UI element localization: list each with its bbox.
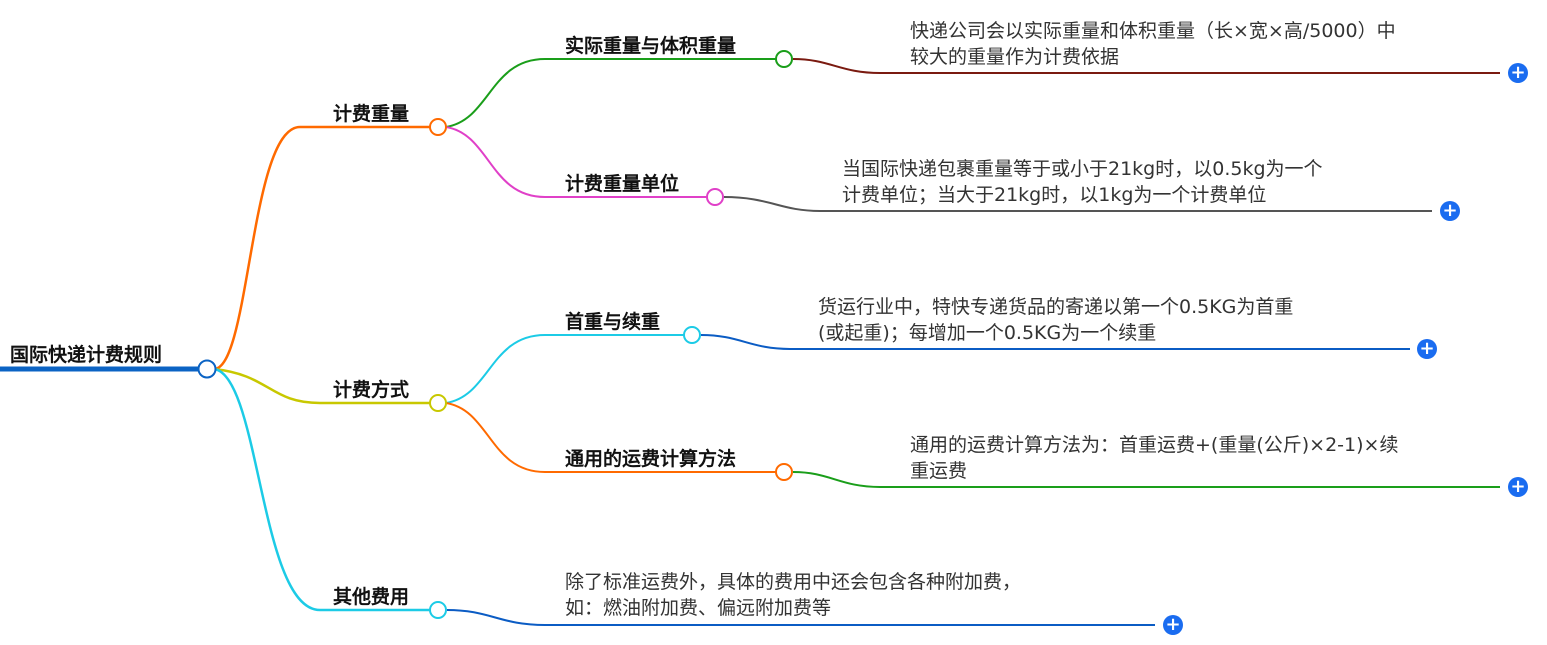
leaf-line: (或起重)；每增加一个0.5KG为一个续重	[818, 322, 1157, 344]
toggle-danwei[interactable]	[706, 188, 724, 206]
connector-danwei	[445, 126, 707, 198]
root-collapse-toggle[interactable]	[197, 359, 217, 379]
root-node[interactable]: 国际快递计费规则	[10, 344, 163, 366]
leaf-line-shiji	[792, 58, 1500, 74]
leaf-line: 货运行业中，特快专递货品的寄递以第一个0.5KG为首重	[818, 296, 1294, 318]
leaf-line-qita	[446, 609, 1155, 626]
toggle-shouzhong[interactable]	[683, 326, 701, 344]
toggle-qita-feiyong[interactable]	[429, 601, 447, 619]
plus-circle-icon[interactable]: +	[1508, 63, 1528, 83]
leaf-line: 除了标准运费外，具体的费用中还会包含各种附加费，	[565, 571, 1022, 593]
connector-shiji	[445, 58, 776, 128]
leaf-line: 计费单位；当大于21kg时，以1kg为一个计费单位	[842, 184, 1267, 206]
connector-shouzhong	[445, 334, 684, 404]
leaf-line: 当国际快递包裹重量等于或小于21kg时，以0.5kg为一个	[842, 158, 1323, 180]
plus-circle-icon[interactable]: +	[1163, 615, 1183, 635]
plus-circle-icon[interactable]: +	[1417, 339, 1437, 359]
leaf-line: 快递公司会以实际重量和体积重量（长×宽×高/5000）中	[910, 20, 1396, 42]
connector-qita-feiyong	[213, 367, 430, 612]
node-qita-feiyong[interactable]: 其他费用	[333, 586, 410, 608]
toggle-tongyong[interactable]	[775, 463, 793, 481]
leaf-text-qita[interactable]: 除了标准运费外，具体的费用中还会包含各种附加费， 如：燃油附加费、偏远附加费等	[565, 569, 1021, 621]
leaf-text-tongyong[interactable]: 通用的运费计算方法为：首重运费+(重量(公斤)×2-1)×续 重运费	[910, 432, 1398, 484]
leaf-text-shiji[interactable]: 快递公司会以实际重量和体积重量（长×宽×高/5000）中 较大的重量作为计费依据	[910, 18, 1396, 70]
leaf-line-tongyong	[792, 471, 1500, 488]
leaf-text-shouzhong[interactable]: 货运行业中，特快专递货品的寄递以第一个0.5KG为首重 (或起重)；每增加一个0…	[818, 294, 1293, 346]
toggle-shiji[interactable]	[775, 50, 793, 68]
toggle-jifei-zhongliang[interactable]	[429, 118, 447, 136]
node-shouzhong-xuzhong[interactable]: 首重与续重	[565, 311, 661, 333]
leaf-line-danwei	[723, 196, 1432, 212]
connector-jifei-zhongliang	[213, 125, 430, 371]
connector-tongyong	[445, 402, 776, 473]
leaf-text-danwei[interactable]: 当国际快递包裹重量等于或小于21kg时，以0.5kg为一个 计费单位；当大于21…	[842, 156, 1323, 208]
node-tongyong-fangfa[interactable]: 通用的运费计算方法	[565, 448, 737, 470]
connector-jifei-fangshi	[213, 367, 430, 405]
leaf-line: 通用的运费计算方法为：首重运费+(重量(公斤)×2-1)×续	[910, 434, 1399, 456]
toggle-jifei-fangshi[interactable]	[429, 394, 447, 412]
node-shiji-zhongliang[interactable]: 实际重量与体积重量	[565, 35, 737, 57]
plus-circle-icon[interactable]: +	[1440, 201, 1460, 221]
leaf-line-shouzhong	[700, 334, 1410, 350]
leaf-line: 如：燃油附加费、偏远附加费等	[565, 597, 832, 619]
leaf-line: 重运费	[910, 460, 968, 482]
plus-circle-icon[interactable]: +	[1508, 477, 1528, 497]
node-jifei-fangshi[interactable]: 计费方式	[333, 379, 410, 401]
node-jifei-danwei[interactable]: 计费重量单位	[565, 173, 680, 195]
node-jifei-zhongliang[interactable]: 计费重量	[333, 103, 410, 125]
leaf-line: 较大的重量作为计费依据	[910, 46, 1120, 68]
